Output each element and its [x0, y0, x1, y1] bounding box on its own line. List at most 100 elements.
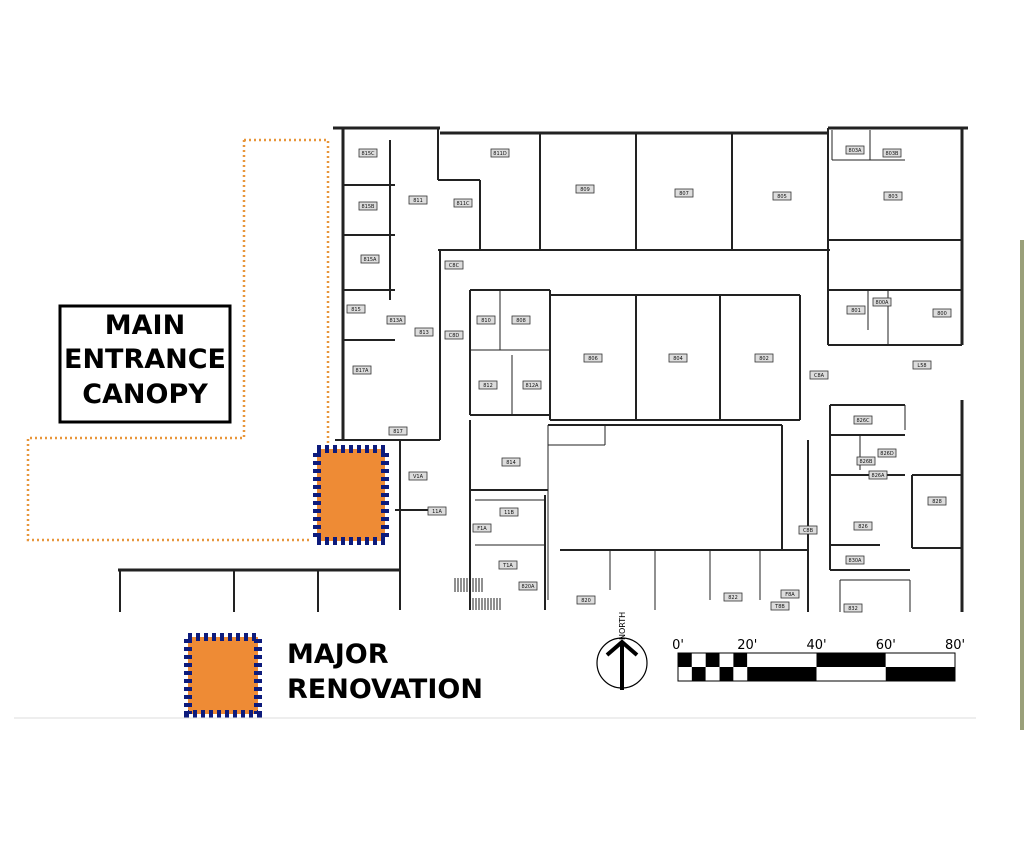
scale-cell [691, 653, 706, 667]
scale-cell [816, 653, 886, 667]
canopy-outline-outer [26, 140, 312, 542]
room-number: 812A [526, 383, 540, 389]
room-number: T1A [502, 563, 513, 569]
room-label: 812A [522, 380, 542, 390]
room-number: 815 [351, 307, 361, 313]
room-number: 820 [581, 598, 591, 604]
room-number: 803 [888, 194, 898, 200]
room-label: 817A [352, 365, 372, 375]
scale-tick-label: 20' [737, 638, 757, 653]
room-label: 811 [408, 195, 428, 205]
room-label: 805 [772, 191, 792, 201]
room-number: 811 [413, 198, 423, 204]
scale-cell [691, 667, 706, 681]
room-label: 803B [882, 148, 902, 158]
room-label: L58 [912, 360, 932, 370]
room-number: 806 [588, 356, 598, 362]
scale-bar: 0'20'40'60'80' [672, 638, 965, 682]
room-label: 828 [927, 496, 947, 506]
room-number: 817 [393, 429, 403, 435]
room-label: 826D [877, 448, 897, 458]
room-number: 805 [777, 194, 787, 200]
room-label: 820 [576, 595, 596, 605]
major-renovation-swatch-icon [184, 633, 262, 718]
room-label: 815 [346, 304, 366, 314]
building-walls [118, 126, 968, 612]
room-label: 809 [575, 184, 595, 194]
scale-cell [733, 653, 748, 667]
room-label: C8A [809, 370, 829, 380]
room-number: 803B [886, 151, 900, 157]
room-number: 800 [937, 311, 947, 317]
room-number: 826D [880, 451, 894, 457]
room-number: T8B [774, 604, 785, 610]
room-number: 812 [483, 383, 493, 389]
scale-cell [705, 653, 720, 667]
room-number: 808 [516, 318, 526, 324]
scale-cell [719, 653, 734, 667]
room-label: 804 [668, 353, 688, 363]
room-number: F8A [785, 592, 795, 598]
scale-cell [678, 653, 692, 667]
room-number: 811C [456, 201, 470, 207]
room-number: 815B [362, 204, 376, 210]
room-number: 826A [872, 473, 886, 479]
room-label: 813A [386, 315, 406, 325]
room-label: 820A [518, 581, 538, 591]
room-label: C8C [444, 260, 464, 270]
room-label: 811C [453, 198, 473, 208]
room-number: 807 [679, 191, 689, 197]
room-label: 815B [358, 201, 378, 211]
scale-cell [885, 653, 955, 667]
room-number: 804 [673, 356, 683, 362]
room-number: 800A [876, 300, 890, 306]
scale-cell [885, 667, 955, 681]
legend-label-line1: MAJOR [287, 639, 389, 670]
scale-cell [816, 667, 886, 681]
room-number: 809 [580, 187, 590, 193]
room-number: 815A [364, 257, 378, 263]
room-number: C8C [449, 263, 460, 269]
room-label: F1A [472, 523, 492, 533]
scale-cell [705, 667, 720, 681]
room-label: F8A [780, 589, 800, 599]
room-label: 800A [872, 297, 892, 307]
room-label: C8B [798, 525, 818, 535]
canopy-label-line2: ENTRANCE [64, 344, 226, 375]
scale-cell [678, 667, 692, 681]
scale-tick-label: 0' [672, 638, 684, 653]
canopy-label-line3: CANOPY [82, 379, 208, 410]
room-label: 826C [853, 415, 873, 425]
room-label: 802 [754, 353, 774, 363]
room-number: L58 [917, 363, 926, 369]
room-number: 813A [390, 318, 404, 324]
room-label: 812 [478, 380, 498, 390]
room-label: 814 [501, 457, 521, 467]
scale-cell [733, 667, 748, 681]
room-label: 11A [427, 506, 447, 516]
room-label: 826B [856, 456, 876, 466]
room-label: 806 [583, 353, 603, 363]
room-number: 817A [356, 368, 370, 374]
legend-label-line2: RENOVATION [287, 674, 483, 705]
stairs [454, 578, 501, 610]
scale-tick-label: 80' [945, 638, 965, 653]
room-label: 826A [868, 470, 888, 480]
room-number: 802 [759, 356, 769, 362]
room-label: 800 [932, 308, 952, 318]
scale-cell [747, 653, 817, 667]
north-arrow-icon: NORTH [596, 612, 648, 690]
room-label: 815A [360, 254, 380, 264]
room-label: 811D [490, 148, 510, 158]
room-label: 826 [853, 521, 873, 531]
main-entrance-canopy-label: MAIN ENTRANCE CANOPY [58, 304, 232, 424]
room-number: 828 [932, 499, 942, 505]
room-label: C8D [444, 330, 464, 340]
room-number: 810 [481, 318, 491, 324]
room-label: 808 [511, 315, 531, 325]
scale-cell [719, 667, 734, 681]
room-number: F1A [477, 526, 487, 532]
room-label: T1A [498, 560, 518, 570]
canopy-label-line1: MAIN [105, 310, 185, 341]
